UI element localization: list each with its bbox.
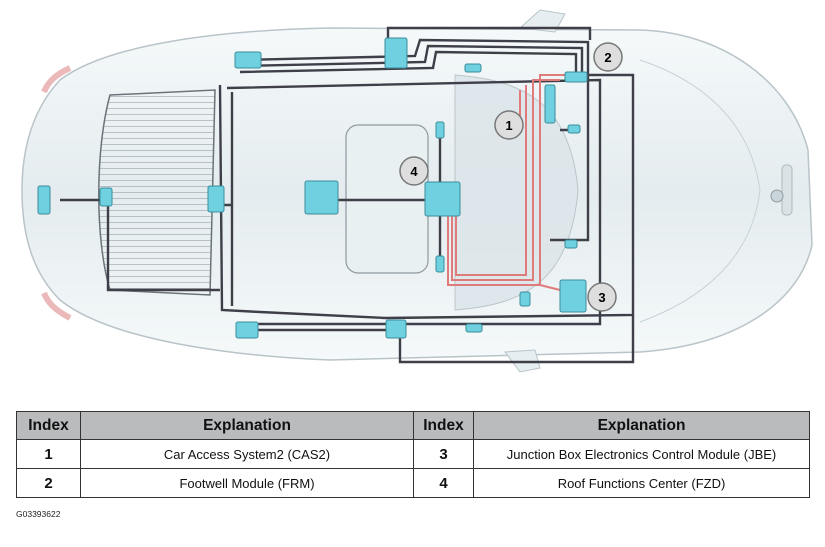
index-cell: 1 (16, 439, 81, 469)
legend-table: Index Explanation Index Explanation 1 Ca… (16, 411, 810, 498)
callout-2-label: 2 (604, 50, 611, 65)
index-cell: 4 (413, 468, 474, 498)
callout-1-label: 1 (505, 118, 512, 133)
table-row: 1 Car Access System2 (CAS2) 3 Junction B… (16, 439, 810, 469)
index-cell: 3 (413, 439, 474, 469)
cas-module (544, 84, 556, 124)
header-explanation-left: Explanation (80, 411, 414, 440)
callout-3: 3 (587, 282, 617, 312)
vehicle-wiring-diagram: 1 2 3 4 (21, 9, 813, 373)
callout-2: 2 (593, 42, 623, 72)
explanation-cell: Roof Functions Center (FZD) (473, 468, 810, 498)
header-index-left: Index (16, 411, 81, 440)
jbe-module (559, 279, 587, 313)
fzd-module-body (304, 180, 339, 215)
table-row: 2 Footwell Module (FRM) 4 Roof Functions… (16, 468, 810, 498)
frm-module (564, 71, 588, 83)
header-index-right: Index (413, 411, 474, 440)
header-explanation-right: Explanation (473, 411, 810, 440)
index-cell: 2 (16, 468, 81, 498)
callout-3-label: 3 (598, 290, 605, 305)
legend-header-row: Index Explanation Index Explanation (16, 411, 810, 440)
wiring-harness (60, 26, 635, 364)
explanation-cell: Car Access System2 (CAS2) (80, 439, 414, 469)
control-modules (37, 37, 588, 339)
callout-4-label: 4 (410, 164, 418, 179)
callout-1: 1 (494, 110, 524, 140)
explanation-cell: Junction Box Electronics Control Module … (473, 439, 810, 469)
explanation-cell: Footwell Module (FRM) (80, 468, 414, 498)
callout-4: 4 (399, 156, 429, 186)
fzd-module-front (424, 181, 461, 217)
figure-code: G03393622 (16, 509, 61, 519)
